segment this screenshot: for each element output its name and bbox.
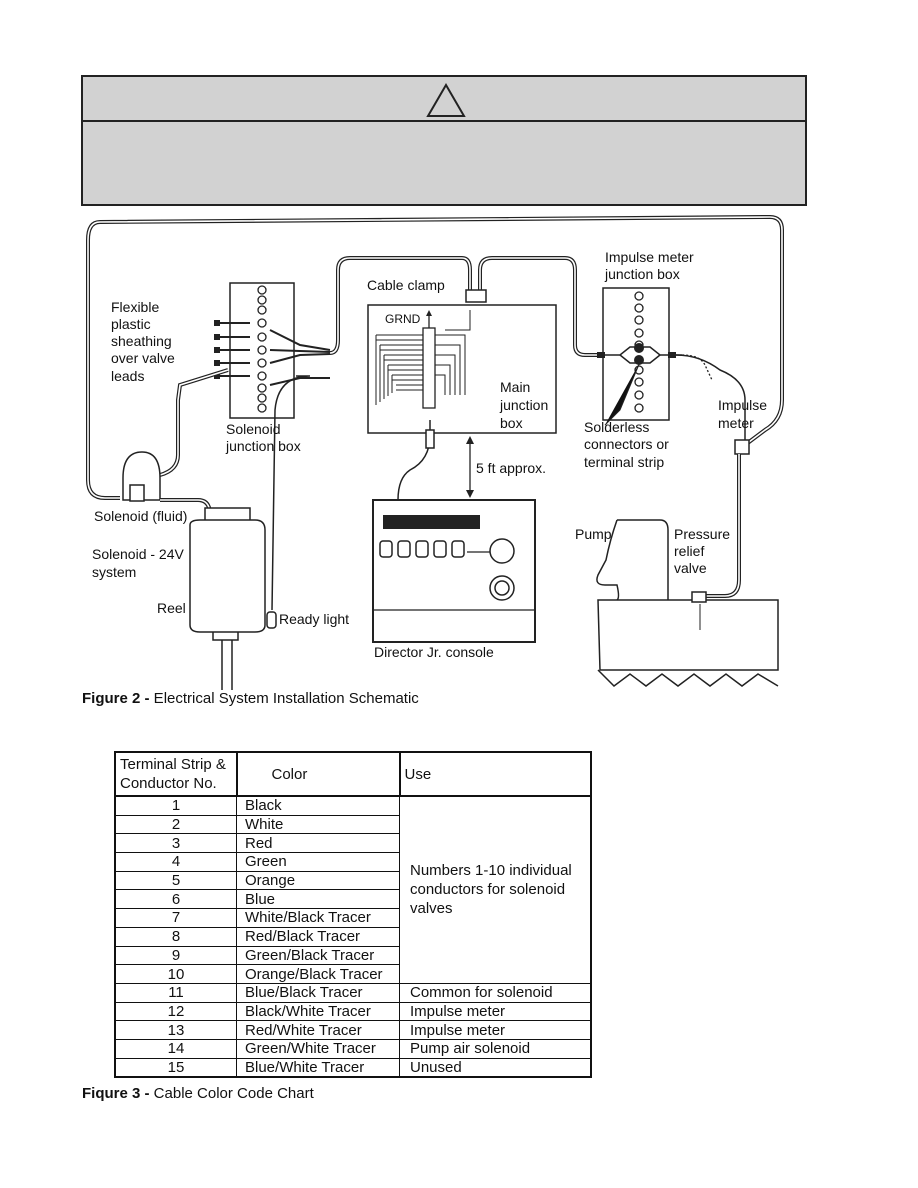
label-main-jb-3: box — [500, 415, 523, 431]
header-terminal: Terminal Strip & Conductor No. — [114, 751, 238, 797]
label-grnd: GRND — [385, 312, 421, 326]
header-color: Color — [235, 751, 401, 797]
label-solenoid-fluid: Solenoid (fluid) — [94, 508, 187, 524]
warning-header — [83, 77, 805, 122]
cell-no: 14 — [114, 1038, 237, 1059]
cell-no: 8 — [114, 926, 237, 947]
warning-box — [81, 75, 807, 206]
cell-color: White — [236, 814, 400, 835]
label-pressure-2: relief — [674, 543, 704, 559]
label-cable-clamp: Cable clamp — [367, 277, 445, 293]
cell-no: 6 — [114, 889, 237, 910]
cell-color: Black — [236, 795, 400, 816]
label-main-jb-2: junction — [499, 397, 548, 413]
label-pump: Pump — [575, 526, 612, 542]
label-impulse-meter-jb: Impulse meter — [605, 249, 694, 265]
cell-use: Impulse meter — [399, 1020, 592, 1040]
label-solenoid-24v: Solenoid - 24V — [92, 546, 185, 562]
cell-no: 11 — [114, 982, 237, 1003]
cell-color: Blue/White Tracer — [236, 1057, 400, 1078]
label-solderless: Solderless — [584, 419, 649, 435]
label-pressure-3: valve — [674, 560, 707, 576]
cell-use: Unused — [399, 1057, 592, 1078]
group-use-line2: conductors for solenoid — [410, 881, 566, 899]
label-flexible: Flexible — [111, 299, 159, 315]
header-terminal-line1: Terminal Strip & — [120, 756, 226, 773]
cell-use: Impulse meter — [399, 1001, 592, 1022]
cell-color: Green/Black Tracer — [236, 945, 400, 966]
label-impulse-meter: Impulse — [718, 397, 767, 413]
cell-no: 5 — [114, 870, 237, 891]
cell-color: Orange — [236, 870, 400, 891]
label-impulse-meter-jb-2: junction box — [604, 266, 680, 282]
cell-color: Green/White Tracer — [236, 1038, 400, 1059]
label-impulse-meter-2: meter — [718, 415, 754, 431]
cell-color: Red/White Tracer — [236, 1020, 400, 1040]
label-solenoid-jb: Solenoid — [226, 421, 281, 437]
label-ready-light: Ready light — [279, 611, 349, 627]
cell-no: 4 — [114, 852, 237, 872]
warning-triangle-icon — [426, 83, 466, 117]
table-header-row: Terminal Strip & Conductor No. Color Use — [114, 751, 592, 797]
cell-use: Pump air solenoid — [399, 1038, 592, 1059]
cell-color: White/Black Tracer — [236, 908, 400, 928]
figure2-caption: Figure 2 - Electrical System Installatio… — [82, 690, 419, 707]
figure2-text: Electrical System Installation Schematic — [149, 690, 419, 707]
cell-color: Black/White Tracer — [236, 1001, 400, 1022]
label-director: Director Jr. console — [374, 644, 494, 660]
label-flexible-2: plastic — [111, 316, 151, 332]
label-flexible-4: over valve — [111, 350, 175, 366]
cell-no: 9 — [114, 945, 237, 966]
cell-color: Red — [236, 833, 400, 854]
cell-no: 1 — [114, 795, 237, 816]
label-solderless-3: terminal strip — [584, 454, 664, 470]
label-five-ft: 5 ft approx. — [476, 460, 546, 476]
electrical-schematic: Cable clamp Impulse meter junction box F… — [86, 214, 784, 690]
group-use-line3: valves — [410, 900, 453, 918]
label-main-jb: Main — [500, 379, 530, 395]
label-solenoid-24v-2: system — [92, 564, 136, 580]
cell-color: Blue — [236, 889, 400, 910]
label-flexible-3: sheathing — [111, 333, 172, 349]
label-solenoid-jb-2: junction box — [225, 438, 301, 454]
cell-color: Red/Black Tracer — [236, 926, 400, 947]
header-terminal-line2: Conductor No. — [120, 775, 217, 792]
label-solderless-2: connectors or — [584, 436, 669, 452]
label-flexible-5: leads — [111, 368, 144, 384]
figure2-label: Figure 2 - — [82, 690, 150, 707]
figure3-text: Cable Color Code Chart — [149, 1085, 314, 1102]
cell-use: Common for solenoid — [399, 982, 592, 1003]
cell-no: 10 — [114, 964, 237, 984]
cell-color: Green — [236, 852, 400, 872]
cell-no: 7 — [114, 908, 237, 928]
label-pressure: Pressure — [674, 526, 730, 542]
header-use: Use — [398, 751, 592, 797]
cell-color: Orange/Black Tracer — [236, 964, 400, 984]
cell-no: 13 — [114, 1020, 237, 1040]
label-reel: Reel — [157, 600, 186, 616]
figure3-caption: Fiqure 3 - Cable Color Code Chart — [82, 1085, 314, 1102]
cell-color: Blue/Black Tracer — [236, 982, 400, 1003]
cell-no: 2 — [114, 814, 237, 835]
cell-no: 3 — [114, 833, 237, 854]
cell-no: 12 — [114, 1001, 237, 1022]
cell-no: 15 — [114, 1057, 237, 1078]
figure3-label: Fiqure 3 - — [82, 1085, 150, 1102]
cable-color-table: Terminal Strip &Conductor No. Color Use … — [114, 751, 592, 1079]
group-use-line1: Numbers 1-10 individual — [410, 862, 572, 880]
